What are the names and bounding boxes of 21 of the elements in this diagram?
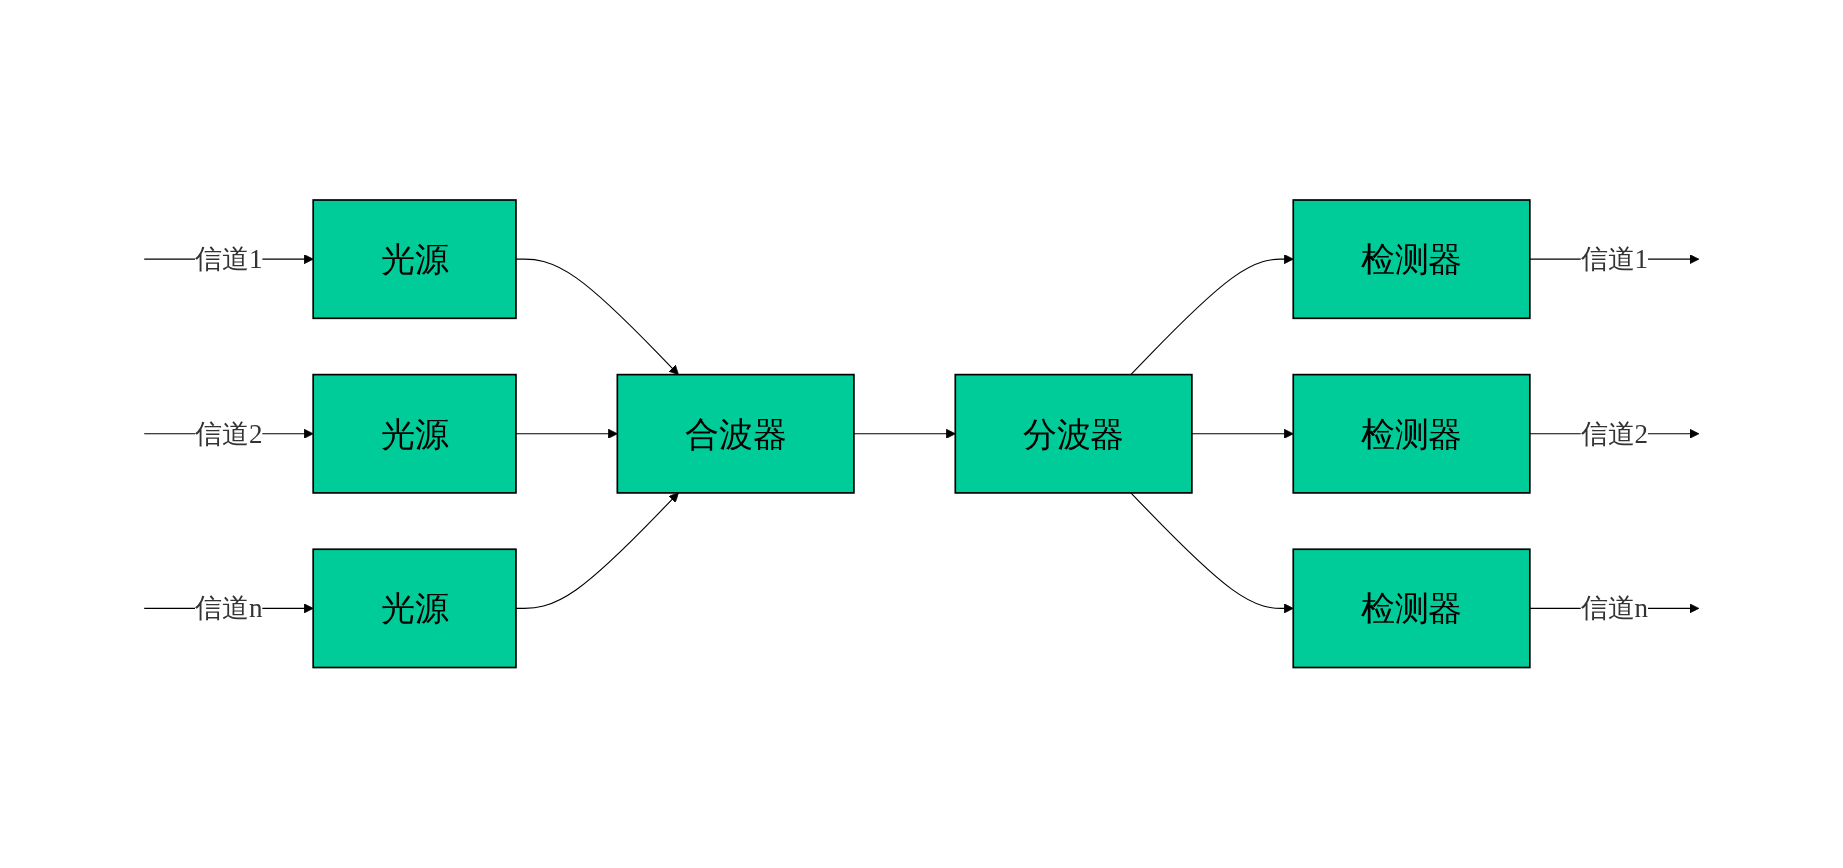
arrow [853,429,956,439]
process-box: 光源 [312,199,517,320]
edge-label: 信道1 [1580,244,1649,275]
arrow [1130,254,1294,376]
edge-label: 信道n [1580,593,1649,624]
process-box: 合波器 [616,374,855,494]
process-box: 光源 [312,548,517,669]
edge-label: 信道2 [194,419,263,449]
arrow [1191,429,1294,439]
process-box: 检测器 [1292,374,1531,494]
arrow [515,429,618,439]
arrow [515,258,679,376]
edge-label: 信道2 [1580,419,1649,449]
process-box: 分波器 [954,374,1193,494]
process-box: 检测器 [1292,199,1531,320]
arrow [515,492,679,610]
edge-label: 信道n [194,593,263,624]
process-box: 检测器 [1292,548,1531,669]
edge-label: 信道1 [194,244,263,275]
arrow [1130,492,1294,614]
process-box: 光源 [312,374,517,494]
